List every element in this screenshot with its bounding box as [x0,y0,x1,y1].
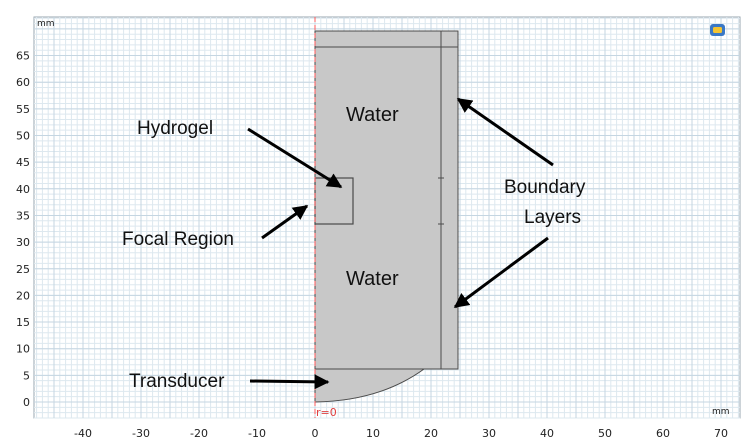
focal-region-arrow [261,204,309,240]
unit-label-right: mm [712,407,730,417]
y-tick-label: 50 [16,130,30,143]
x-tick-label: -30 [132,427,150,440]
y-tick-label: 60 [16,76,30,89]
y-tick-label: 35 [16,209,30,222]
hydrogel-arrow [247,127,343,189]
x-tick-label: 10 [366,427,380,440]
water-top-label: Water [346,104,399,126]
x-tick-label: 60 [656,427,670,440]
x-tick-label: -40 [74,427,92,440]
y-tick-label: 40 [16,183,30,196]
x-tick-label: 40 [540,427,554,440]
y-axis-ticks: 0 5 10 15 20 25 30 35 40 45 50 55 60 65 [16,50,30,409]
focal-region-label: Focal Region [122,229,234,250]
y-tick-label: 65 [16,50,30,63]
x-axis-ticks: -40 -30 -20 -10 0 10 20 30 40 50 60 70 [74,427,728,440]
unit-label-top: mm [37,19,55,29]
x-tick-label: 70 [714,427,728,440]
y-tick-label: 20 [16,289,30,302]
x-tick-label: 30 [482,427,496,440]
y-tick-label: 10 [16,343,30,356]
y-tick-label: 5 [23,369,30,382]
domain-geometry[interactable] [314,30,459,403]
camera-view-icon[interactable] [710,24,725,36]
hydrogel-label: Hydrogel [137,118,213,139]
hydrogel-domain[interactable] [314,177,354,225]
x-tick-label: -20 [190,427,208,440]
symmetry-axis-label: r=0 [316,406,337,419]
x-tick-label: 20 [424,427,438,440]
water-bottom-label: Water [346,268,399,290]
y-tick-label: 55 [16,103,30,116]
x-tick-label: 0 [312,427,319,440]
boundary-label-line1: Boundary [504,177,586,198]
y-tick-label: 25 [16,263,30,276]
y-tick-label: 15 [16,316,30,329]
y-tick-label: 0 [23,396,30,409]
boundary-arrow-top [456,97,554,167]
transducer-label: Transducer [129,371,225,392]
y-tick-label: 30 [16,236,30,249]
boundary-label-line2: Layers [524,207,581,228]
boundary-layer-right[interactable] [440,30,459,370]
y-tick-label: 45 [16,156,30,169]
x-tick-label: 50 [598,427,612,440]
boundary-arrow-bottom [453,236,549,309]
x-tick-label: -10 [248,427,266,440]
transducer-domain[interactable] [314,368,426,403]
transducer-arrow [249,374,330,390]
